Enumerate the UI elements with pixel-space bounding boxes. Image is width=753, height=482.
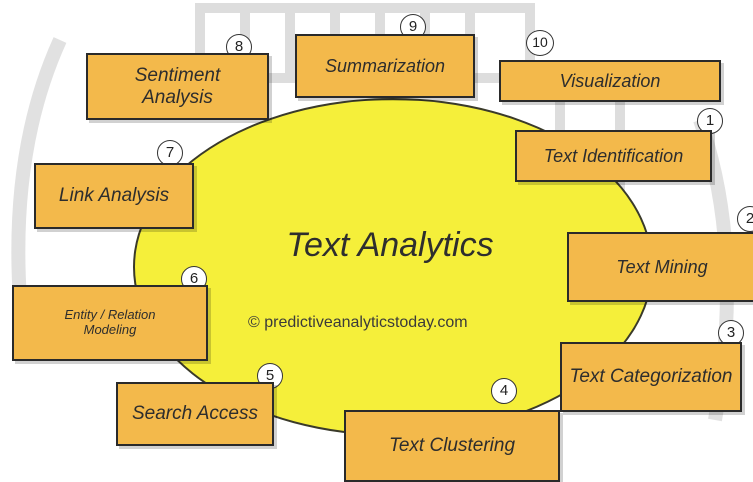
node-number-3: 3 <box>718 320 744 346</box>
node-summarization: Summarization <box>295 34 475 98</box>
node-label: Text Categorization <box>569 366 733 388</box>
credit-text: © predictiveanalyticstoday.com <box>248 314 468 331</box>
node-visualization: Visualization <box>499 60 721 102</box>
node-label: Text Identification <box>543 145 684 166</box>
node-label: Summarization <box>324 55 446 76</box>
node-label: Sentiment Analysis <box>134 64 221 108</box>
node-label: Text Mining <box>616 256 708 277</box>
node-link-analysis: Link Analysis <box>34 163 194 229</box>
center-title: Text Analytics <box>286 226 494 264</box>
node-text-mining: Text Mining <box>567 232 753 302</box>
node-text-clustering: Text Clustering <box>344 410 560 482</box>
node-text-identification: Text Identification <box>515 130 712 182</box>
node-sentiment-analysis: Sentiment Analysis <box>86 53 269 120</box>
node-label: Link Analysis <box>58 185 170 207</box>
node-number-4: 4 <box>491 378 517 404</box>
node-text-categorization: Text Categorization <box>560 342 742 412</box>
node-entity-relation-modeling: Entity / Relation Modeling <box>12 285 208 361</box>
node-search-access: Search Access <box>116 382 274 446</box>
node-label: Entity / Relation Modeling <box>64 307 156 337</box>
node-number-10: 10 <box>526 30 554 56</box>
node-label: Search Access <box>131 403 258 425</box>
node-label: Text Clustering <box>388 435 516 457</box>
node-label: Visualization <box>559 70 661 91</box>
